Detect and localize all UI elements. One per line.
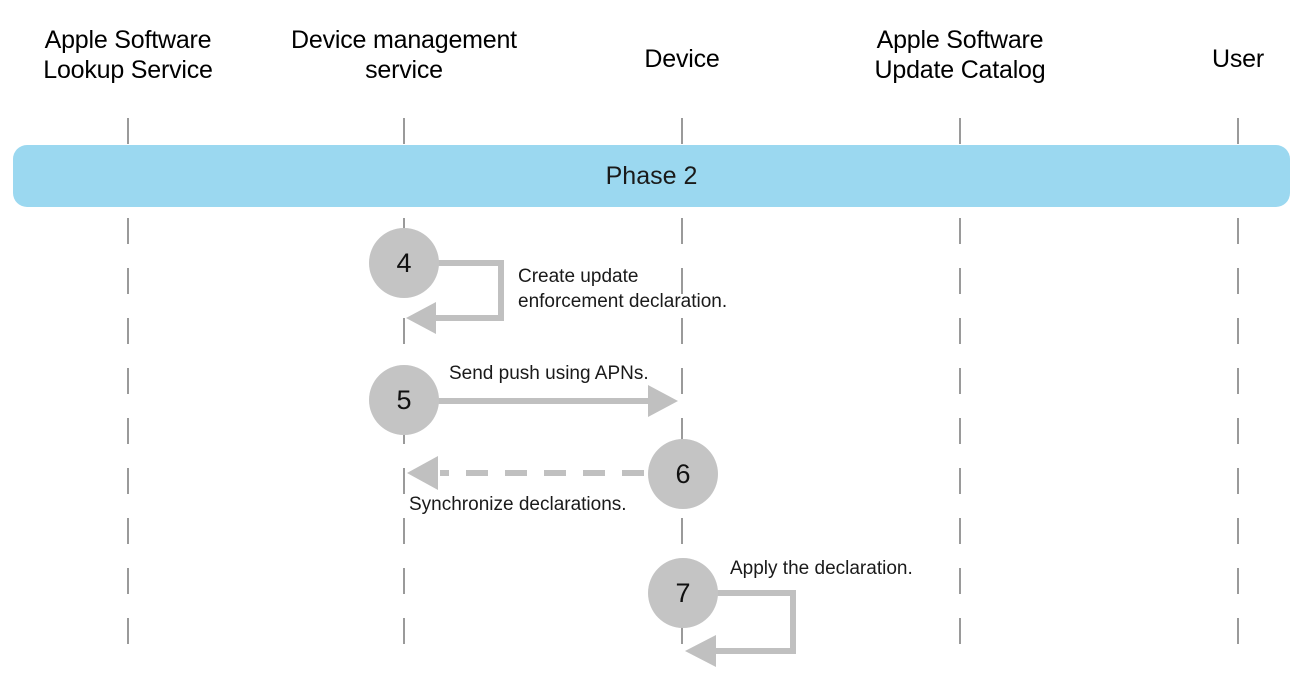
step-badge-6[interactable]: 6 bbox=[648, 439, 718, 509]
lane-title-user: User bbox=[1212, 45, 1264, 73]
message-arrow-step-7 bbox=[683, 590, 796, 667]
step-badge-7[interactable]: 7 bbox=[648, 558, 718, 628]
message-label-step-4: Create update enforcement declaration. bbox=[518, 266, 728, 312]
message-label-step-7: Apply the declaration. bbox=[730, 558, 913, 579]
lane-title-device-management-service: Device management service bbox=[291, 26, 517, 84]
step-badge-5[interactable]: 5 bbox=[369, 365, 439, 435]
message-arrow-step-6 bbox=[407, 456, 683, 490]
lane-title-lookup-service: Apple Software Lookup Service bbox=[43, 26, 213, 84]
lane-title-device: Device bbox=[644, 45, 720, 73]
step-badge-4[interactable]: 4 bbox=[369, 228, 439, 298]
phase-band: Phase 2 bbox=[13, 145, 1290, 207]
phase-band-label: Phase 2 bbox=[605, 161, 698, 190]
message-label-step-6: Synchronize declarations. bbox=[409, 494, 627, 515]
message-arrow-step-4 bbox=[404, 260, 504, 334]
message-arrow-step-5 bbox=[404, 385, 678, 417]
lane-title-update-catalog: Apple Software Update Catalog bbox=[874, 26, 1046, 84]
message-label-step-5: Send push using APNs. bbox=[449, 363, 649, 384]
